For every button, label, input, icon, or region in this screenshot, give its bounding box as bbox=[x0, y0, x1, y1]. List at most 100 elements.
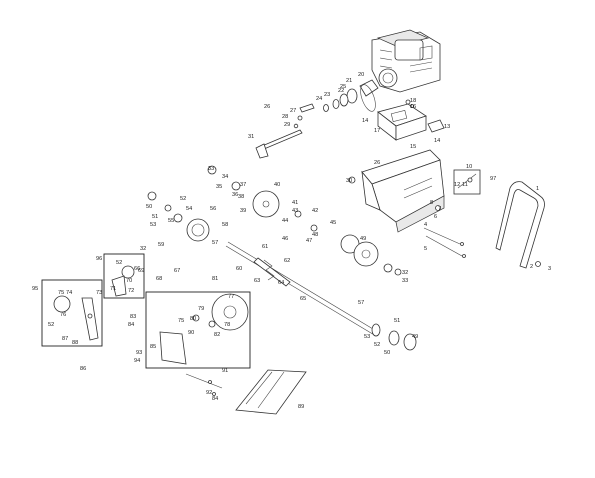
kit-95-callout-52: 52 bbox=[48, 322, 54, 328]
drive-belt bbox=[360, 84, 376, 112]
kit-94-box bbox=[145, 291, 251, 369]
callout-auger-38: 38 bbox=[238, 194, 244, 200]
callout-auger-35: 35 bbox=[216, 184, 222, 190]
callout-auger-37: 37 bbox=[240, 182, 246, 188]
callout-auger-51: 51 bbox=[152, 214, 158, 220]
kit-96-callout-72: 72 bbox=[128, 288, 134, 294]
callout-engine-21: 21 bbox=[346, 78, 352, 84]
kit-95-callout-87: 87 bbox=[62, 336, 68, 342]
callout-auger-46: 46 bbox=[282, 236, 288, 242]
callout-auger-62: 62 bbox=[284, 258, 290, 264]
housing-rods bbox=[423, 227, 466, 258]
kit-96-box bbox=[103, 253, 145, 299]
callout-lower-32: 32 bbox=[402, 270, 408, 276]
callout-auger-55: 55 bbox=[168, 218, 174, 224]
callout-auger-61: 61 bbox=[262, 244, 268, 250]
callout-auger-59: 59 bbox=[158, 242, 164, 248]
kit-95-callout-74: 74 bbox=[66, 290, 72, 296]
callout-auger-65: 65 bbox=[300, 296, 306, 302]
callout-auger-43: 43 bbox=[292, 208, 298, 214]
callout-engine-20: 20 bbox=[358, 72, 364, 78]
callout-lower-84: 84 bbox=[212, 396, 218, 402]
callout-auger-64: 64 bbox=[278, 280, 284, 286]
callout-housing-5: 5 bbox=[424, 246, 427, 252]
kit-96-callout-52: 52 bbox=[116, 260, 122, 266]
callout-upper_left-29: 29 bbox=[284, 122, 290, 128]
callout-auger-32: 32 bbox=[140, 246, 146, 252]
callout-auger-34: 34 bbox=[222, 174, 228, 180]
callout-handle-12: 12 bbox=[454, 182, 460, 188]
callout-upper_left-31: 31 bbox=[248, 134, 254, 140]
callout-auger-33: 33 bbox=[208, 166, 214, 172]
callout-belt_plate-17: 17 bbox=[374, 128, 380, 134]
callout-lower-50: 50 bbox=[384, 350, 390, 356]
callout-auger-60: 60 bbox=[236, 266, 242, 272]
upper-left-linkage bbox=[255, 103, 315, 159]
callout-housing-7: 7 bbox=[438, 206, 441, 212]
lower-bearings bbox=[371, 323, 417, 351]
callout-lower-91: 91 bbox=[222, 368, 228, 374]
callout-housing-30: 30 bbox=[346, 178, 352, 184]
kit-94-callout-75: 75 bbox=[178, 318, 184, 324]
callout-auger-49: 49 bbox=[360, 236, 366, 242]
kit-96-callout-69: 69 bbox=[138, 268, 144, 274]
callout-housing-4: 4 bbox=[424, 222, 427, 228]
callout-engine-22: 22 bbox=[338, 88, 344, 94]
callout-housing-6: 6 bbox=[434, 214, 437, 220]
callout-belt_plate-14: 14 bbox=[362, 118, 368, 124]
callout-lower-92: 92 bbox=[206, 390, 212, 396]
callout-auger-56: 56 bbox=[210, 206, 216, 212]
callout-auger-41: 41 bbox=[292, 200, 298, 206]
callout-handle-3: 3 bbox=[548, 266, 551, 272]
kit-95-box bbox=[41, 279, 103, 347]
kit-94-callout-83: 83 bbox=[130, 314, 136, 320]
callout-belt_plate-18: 18 bbox=[410, 98, 416, 104]
callout-lower-89: 89 bbox=[298, 404, 304, 410]
callout-housing-26: 26 bbox=[374, 160, 380, 166]
callout-belt_plate-13: 13 bbox=[444, 124, 450, 130]
callout-lower-68: 68 bbox=[156, 276, 162, 282]
callout-auger-67: 67 bbox=[174, 268, 180, 274]
callout-upper_left-27: 27 bbox=[290, 108, 296, 114]
callout-lower-81: 81 bbox=[212, 276, 218, 282]
callout-belt_plate-15: 15 bbox=[410, 144, 416, 150]
callout-auger-58: 58 bbox=[222, 222, 228, 228]
callout-auger-42: 42 bbox=[312, 208, 318, 214]
callout-handle-10: 10 bbox=[466, 164, 472, 170]
callout-upper_left-28: 28 bbox=[282, 114, 288, 120]
callout-belt_plate-14: 14 bbox=[434, 138, 440, 144]
callout-handle-97: 97 bbox=[490, 176, 496, 182]
callout-belt_plate-16: 16 bbox=[410, 104, 416, 110]
auger-drive bbox=[147, 165, 402, 337]
kit-96-callout-70: 70 bbox=[126, 278, 132, 284]
callout-auger-50: 50 bbox=[146, 204, 152, 210]
kit-94-callout-80: 80 bbox=[190, 316, 196, 322]
kit-95-callout-76: 76 bbox=[60, 312, 66, 318]
callout-auger-44: 44 bbox=[282, 218, 288, 224]
kit-94-callout-82: 82 bbox=[214, 332, 220, 338]
callout-engine-24: 24 bbox=[316, 96, 322, 102]
kit-95-callout-73: 73 bbox=[96, 290, 102, 296]
callout-engine-23: 23 bbox=[324, 92, 330, 98]
kit-95-tag: 95 bbox=[32, 286, 38, 292]
callout-lower-51: 51 bbox=[394, 318, 400, 324]
callout-auger-57: 57 bbox=[212, 240, 218, 246]
callout-auger-53: 53 bbox=[150, 222, 156, 228]
callout-auger-66: 66 bbox=[134, 266, 140, 272]
kit-95-callout-88: 88 bbox=[72, 340, 78, 346]
kit-94-callout-93: 93 bbox=[136, 350, 142, 356]
callout-lower-52: 52 bbox=[374, 342, 380, 348]
scraper-plate bbox=[235, 369, 307, 415]
kit-95-callout-75: 75 bbox=[58, 290, 64, 296]
callout-handle-1: 1 bbox=[536, 186, 539, 192]
callout-lower-53: 53 bbox=[364, 334, 370, 340]
kit-94-callout-78: 78 bbox=[224, 322, 230, 328]
callout-auger-52: 52 bbox=[180, 196, 186, 202]
kit-94-callout-79: 79 bbox=[198, 306, 204, 312]
callout-lower-33: 33 bbox=[402, 278, 408, 284]
callout-auger-39: 39 bbox=[240, 208, 246, 214]
callout-handle-2: 2 bbox=[530, 264, 533, 270]
kit-94-callout-85: 85 bbox=[150, 344, 156, 350]
pulley-stack bbox=[323, 88, 358, 112]
